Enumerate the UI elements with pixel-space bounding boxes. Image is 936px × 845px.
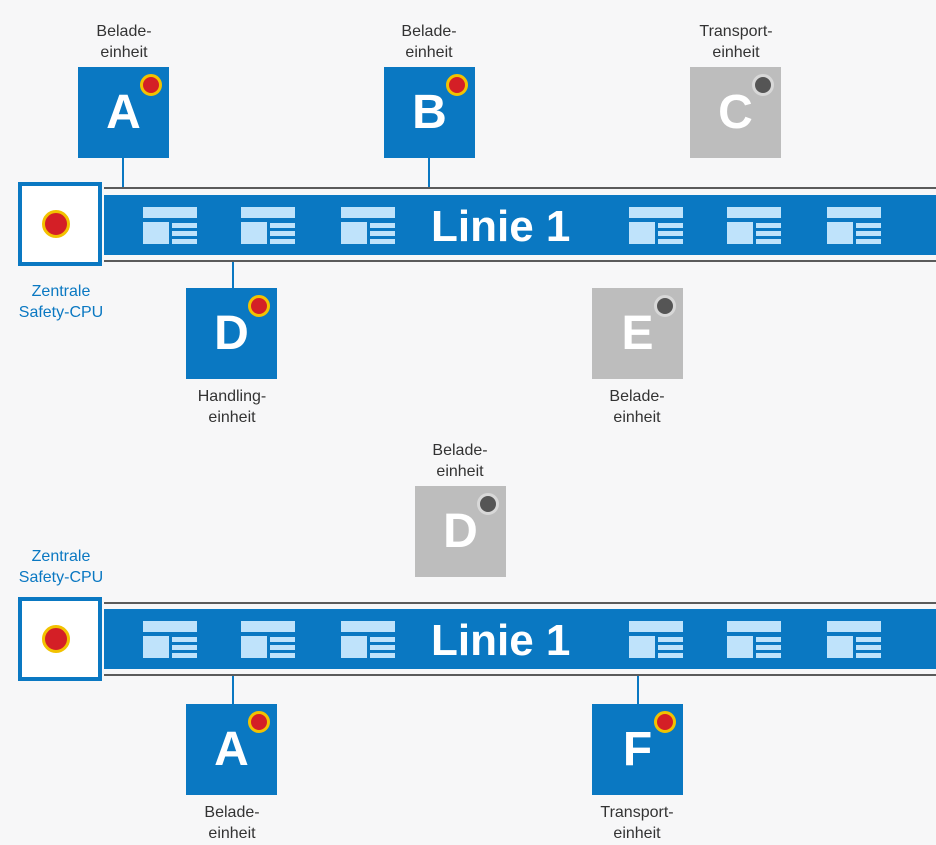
cpu-caption: Zentrale Safety-CPU	[1, 546, 121, 588]
rail-bottom-edge	[104, 260, 936, 262]
caption-line: einheit	[405, 44, 453, 61]
caption-line: einheit	[208, 409, 256, 426]
unit-letter: D	[443, 505, 478, 558]
caption-line: einheit	[613, 825, 661, 842]
unit-a[interactable]: A	[186, 704, 277, 795]
module-icon	[338, 204, 398, 246]
connector	[122, 158, 124, 188]
module-icon	[140, 204, 200, 246]
unit-e[interactable]: E	[592, 288, 683, 379]
rail-top-edge	[104, 602, 936, 604]
caption-line: einheit	[100, 44, 148, 61]
module-icon	[338, 618, 398, 660]
rail-bottom-edge	[104, 674, 936, 676]
line-label: Linie 1	[431, 616, 571, 665]
unit-d[interactable]: D	[186, 288, 277, 379]
unit-letter: F	[622, 723, 653, 776]
unit-c-caption: Transport- einheit	[666, 21, 806, 63]
module-icon	[238, 618, 298, 660]
caption-line: einheit	[613, 409, 661, 426]
status-led-icon	[42, 210, 70, 238]
unit-a[interactable]: A	[78, 67, 169, 158]
line-label: Linie 1	[431, 202, 571, 251]
caption-line: Transport-	[699, 23, 773, 40]
caption-line: Safety-CPU	[18, 304, 104, 321]
unit-b-caption: Belade- einheit	[359, 21, 499, 63]
caption-line: Transport-	[600, 804, 674, 821]
module-icon	[626, 618, 686, 660]
unit-d-caption: Belade- einheit	[390, 440, 530, 482]
unit-f[interactable]: F	[592, 704, 683, 795]
unit-a-caption: Belade- einheit	[54, 21, 194, 63]
unit-b[interactable]: B	[384, 67, 475, 158]
unit-d-idle[interactable]: D	[415, 486, 506, 577]
caption-line: Handling-	[197, 388, 267, 405]
central-safety-cpu[interactable]	[18, 182, 102, 266]
caption-line: Zentrale	[31, 283, 91, 300]
status-led-icon	[42, 625, 70, 653]
caption-line: Belade-	[432, 442, 488, 459]
status-led-icon	[654, 295, 676, 317]
unit-letter: D	[214, 307, 249, 360]
caption-line: Safety-CPU	[18, 569, 104, 586]
cpu-caption: Zentrale Safety-CPU	[1, 281, 121, 323]
caption-line: Belade-	[401, 23, 457, 40]
module-icon	[238, 204, 298, 246]
status-led-icon	[248, 295, 270, 317]
connector	[637, 676, 639, 704]
connector	[428, 158, 430, 188]
unit-letter: C	[718, 86, 753, 139]
central-safety-cpu[interactable]	[18, 597, 102, 681]
caption-line: einheit	[712, 44, 760, 61]
module-icon	[724, 204, 784, 246]
caption-line: Belade-	[204, 804, 260, 821]
status-led-icon	[477, 493, 499, 515]
rail-top-edge	[104, 187, 936, 189]
module-icon	[626, 204, 686, 246]
caption-line: einheit	[208, 825, 256, 842]
unit-letter: E	[621, 307, 654, 360]
module-icon	[140, 618, 200, 660]
unit-c[interactable]: C	[690, 67, 781, 158]
unit-letter: A	[214, 723, 249, 776]
unit-a-caption: Belade- einheit	[162, 802, 302, 844]
module-icon	[724, 618, 784, 660]
unit-e-caption: Belade- einheit	[567, 386, 707, 428]
unit-d-caption: Handling- einheit	[162, 386, 302, 428]
caption-line: Zentrale	[31, 548, 91, 565]
connector	[232, 262, 234, 288]
status-led-icon	[752, 74, 774, 96]
unit-letter: B	[412, 86, 447, 139]
unit-f-caption: Transport- einheit	[567, 802, 707, 844]
module-icon	[824, 204, 884, 246]
module-icon	[824, 618, 884, 660]
status-led-icon	[446, 74, 468, 96]
status-led-icon	[140, 74, 162, 96]
connector	[232, 676, 234, 704]
caption-line: Belade-	[96, 23, 152, 40]
status-led-icon	[248, 711, 270, 733]
caption-line: Belade-	[609, 388, 665, 405]
unit-letter: A	[106, 86, 141, 139]
status-led-icon	[654, 711, 676, 733]
caption-line: einheit	[436, 463, 484, 480]
